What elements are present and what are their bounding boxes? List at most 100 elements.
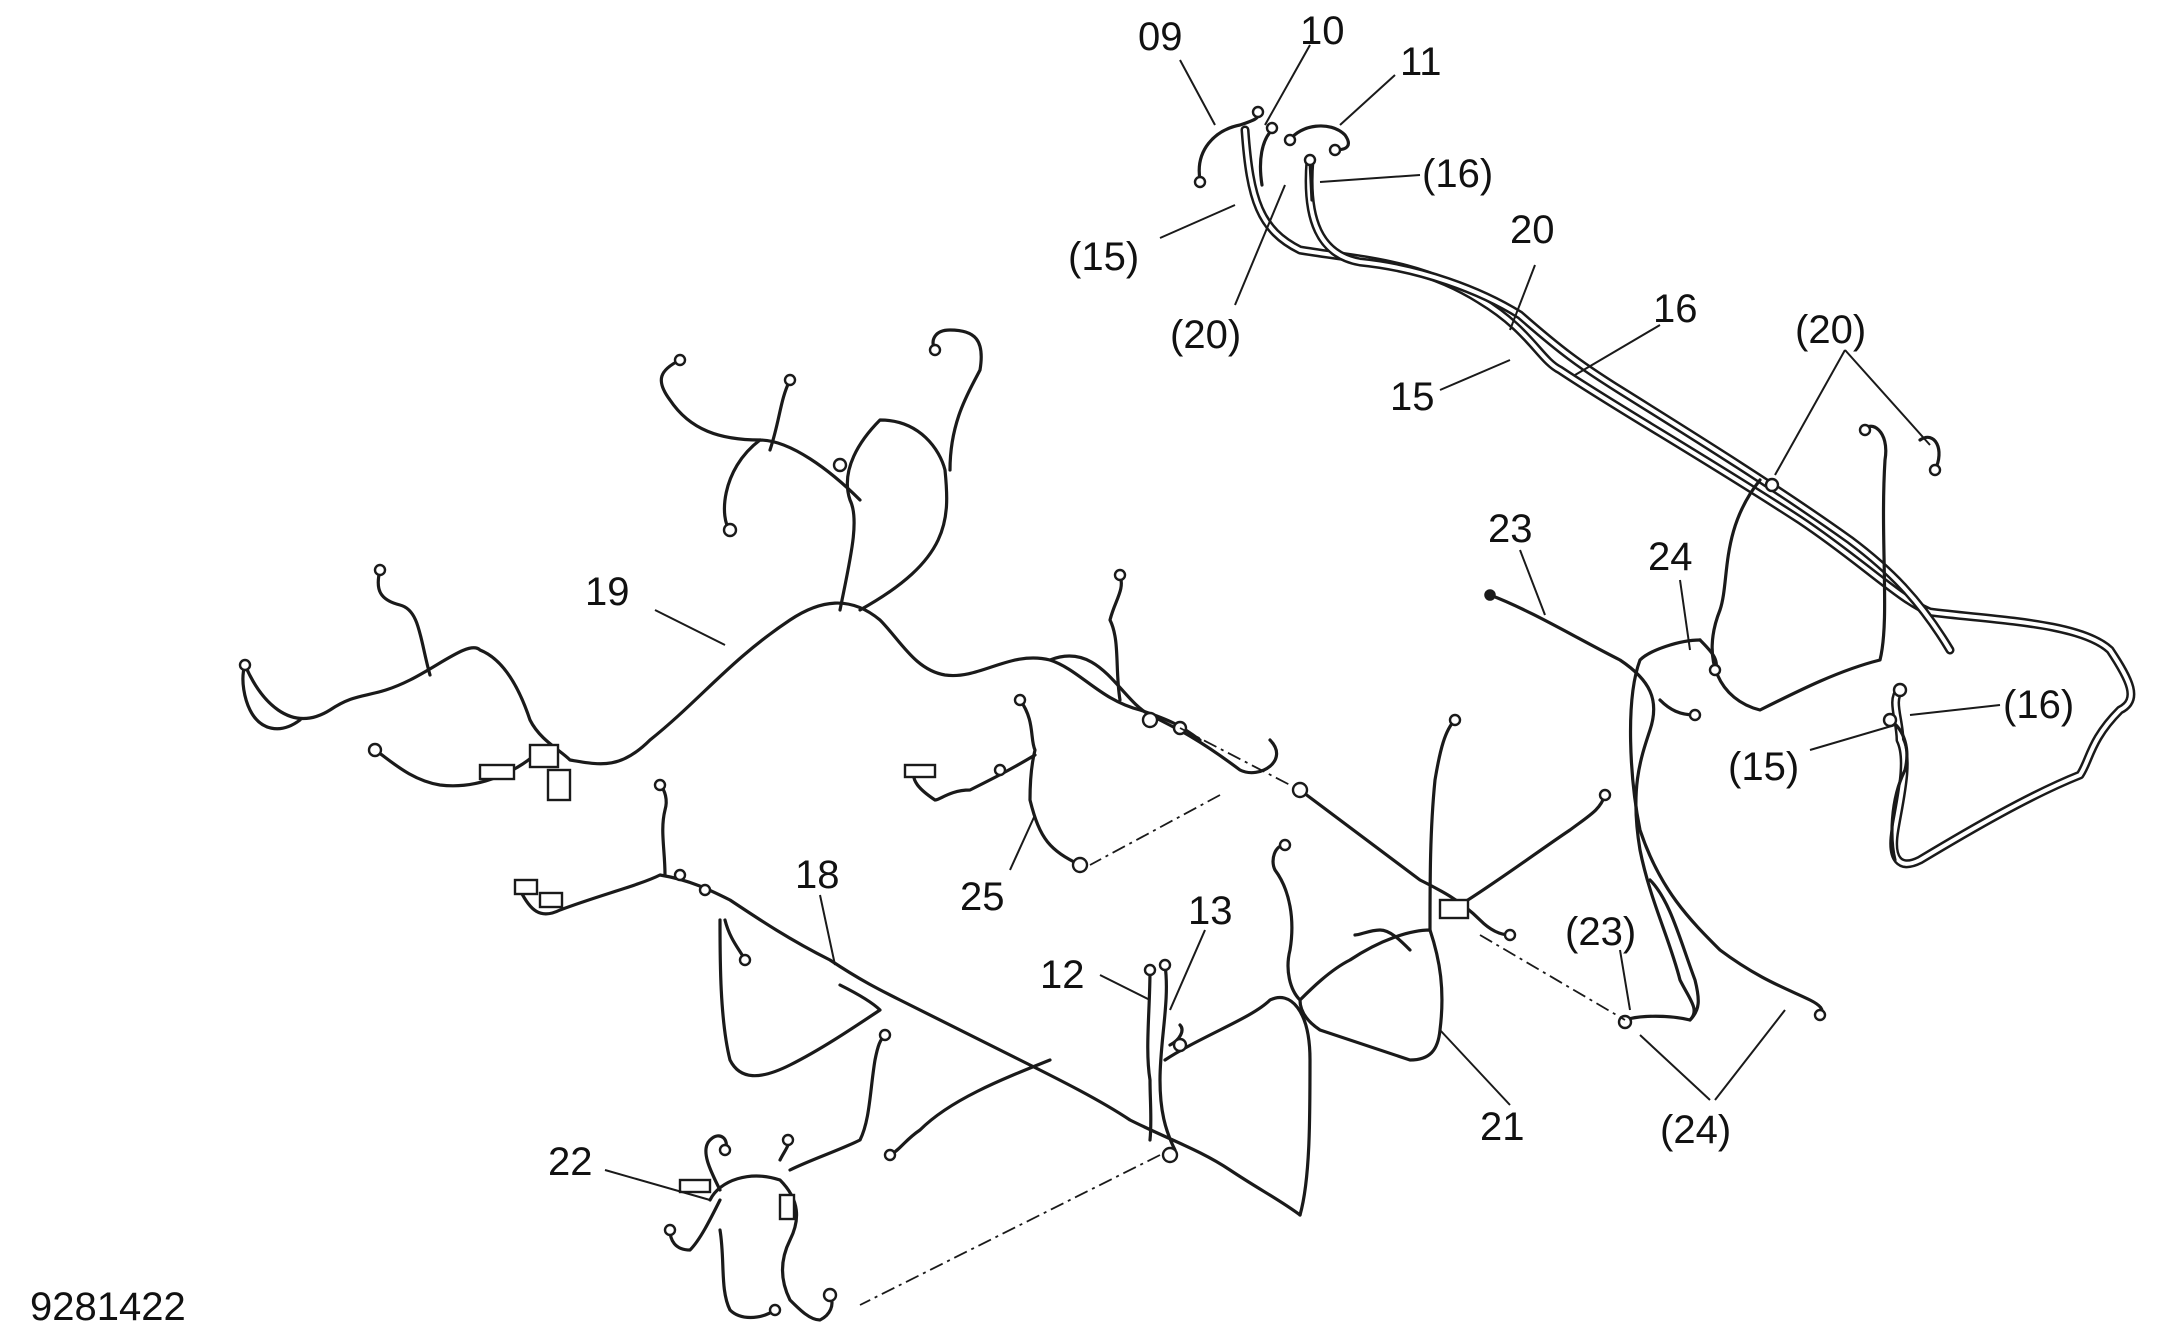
connector: [738, 953, 752, 967]
callout-16: 16: [1653, 287, 1698, 331]
harness-18-loop: [718, 918, 882, 1078]
callout-25: 25: [960, 875, 1005, 919]
harness-19-right: [1048, 654, 1279, 775]
connector-block: [538, 891, 564, 909]
harness-19-branch-hook: [931, 328, 983, 472]
pipe-harness-main-inner: [1243, 128, 2133, 866]
callout-20-paren-right: (20): [1795, 308, 1866, 352]
connector-block: [513, 878, 539, 896]
callout-10: 10: [1300, 9, 1345, 53]
connector: [781, 1133, 795, 1147]
pipe-harness-group: [1193, 105, 2136, 869]
callout-20-paren-top: (20): [1170, 313, 1241, 357]
connector: [1161, 1146, 1179, 1164]
harness-19-branch-bottom: [373, 748, 542, 788]
callout-16-paren-top: (16): [1422, 152, 1493, 196]
connector: [1448, 713, 1462, 727]
leader-24: [1679, 579, 1691, 651]
harness-21-branch-up: [1428, 718, 1457, 932]
callout-24: 24: [1648, 535, 1693, 579]
leader-24-paren-b: [1714, 1009, 1786, 1101]
connector-block: [1438, 898, 1470, 920]
pipe-branch-10: [1258, 128, 1274, 187]
callout-20: 20: [1510, 208, 1555, 252]
connector: [1071, 856, 1089, 874]
leader-15: [1439, 359, 1511, 391]
connector: [673, 353, 687, 367]
callout-22: 22: [548, 1140, 593, 1184]
harness-18-branch-up: [658, 783, 668, 877]
harness-19-branch-cluster: [659, 358, 862, 532]
leader-20-top: [1234, 184, 1286, 306]
leader-21: [1439, 1029, 1511, 1106]
harness-25-group: [903, 693, 1089, 874]
leader-16-top: [1319, 174, 1421, 183]
connector: [1193, 175, 1207, 189]
harness-19-right-branch: [1108, 573, 1123, 702]
connector: [1503, 928, 1517, 942]
leader-13: [1169, 929, 1206, 1011]
callout-labels: 09 10 11 (16) (15) (20) 20 16 15 (20) 23…: [548, 9, 2074, 1184]
pipe-branch-20-right: [1710, 424, 1888, 712]
leader-11: [1339, 74, 1396, 126]
dashdot-line: [859, 1154, 1161, 1306]
leader-19: [654, 609, 726, 646]
connector: [1598, 788, 1612, 802]
connector-block: [528, 743, 560, 769]
dashdot-line: [1479, 934, 1626, 1021]
harness-18-branch-mid: [888, 1058, 1052, 1157]
harness-23: [1488, 593, 1696, 1022]
leader-18: [819, 894, 836, 966]
callout-11: 11: [1400, 40, 1442, 84]
leader-15-right: [1809, 724, 1896, 751]
harness-24-branch: [1658, 638, 1718, 717]
harness-19-branch-far-left: [241, 663, 302, 731]
leader-20: [1509, 264, 1536, 331]
connector: [1013, 693, 1027, 707]
harness-21-branch-right: [1458, 793, 1607, 907]
leader-20-right-b: [1844, 349, 1931, 446]
connector: [768, 1303, 782, 1317]
callout-24-paren: (24): [1660, 1108, 1731, 1152]
connector: [1278, 838, 1292, 852]
connector-block: [778, 1193, 796, 1221]
connector: [783, 373, 797, 387]
connector: [673, 868, 687, 882]
callout-18: 18: [795, 853, 840, 897]
leader-23-paren: [1619, 949, 1631, 1011]
connector: [373, 563, 387, 577]
callout-13: 13: [1188, 889, 1233, 933]
connector: [1764, 477, 1780, 493]
connector-block: [546, 768, 572, 802]
harness-19-group: [238, 328, 1279, 802]
connector: [1708, 663, 1722, 677]
harness-21-loop: [1298, 928, 1444, 1062]
callout-23-paren: (23): [1565, 910, 1636, 954]
connector: [653, 778, 667, 792]
leader-12: [1099, 974, 1151, 1001]
harness-22-hook: [704, 1134, 728, 1192]
leader-15-top: [1159, 204, 1236, 239]
connector: [1158, 958, 1172, 972]
connector: [1688, 708, 1702, 722]
connector: [1283, 133, 1297, 147]
connector: [1251, 105, 1265, 119]
callout-21: 21: [1480, 1105, 1525, 1149]
harness-22-group: [663, 1028, 892, 1322]
connector: [367, 742, 383, 758]
harness-21-branch-left: [1271, 843, 1302, 1002]
harness-25-main: [1018, 698, 1082, 867]
harness-21-main: [1298, 788, 1512, 937]
pipe-branch-11: [1288, 124, 1350, 152]
connector: [1813, 1008, 1827, 1022]
leader-25: [1009, 814, 1036, 871]
callout-16-paren-right: (16): [2003, 683, 2074, 727]
harness-22-up: [788, 1033, 887, 1172]
callout-15-paren-top: (15): [1068, 235, 1139, 279]
harness-23-branch: [1648, 878, 1700, 1022]
connector: [1858, 423, 1872, 437]
connector: [698, 883, 712, 897]
harness-13-end: [1168, 1023, 1184, 1047]
connector: [1892, 682, 1908, 698]
connector: [1265, 121, 1279, 135]
